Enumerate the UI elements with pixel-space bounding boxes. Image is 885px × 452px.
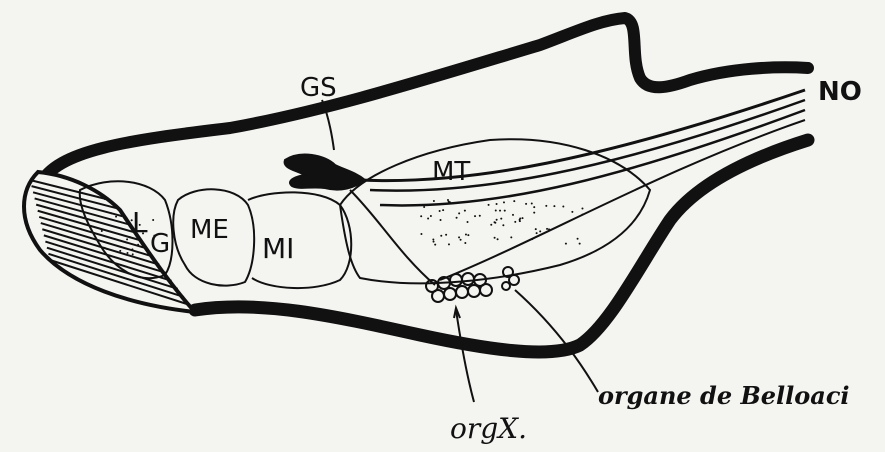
stipple-dot: [467, 221, 469, 223]
stipple-dot: [577, 238, 579, 240]
stipple-dot: [499, 210, 501, 212]
stipple-dot: [562, 206, 564, 208]
stipple-dot: [131, 248, 133, 250]
stipple-dot: [420, 215, 422, 217]
label-belloaci: organe de Belloaci: [598, 381, 850, 410]
stipple-dot: [496, 219, 498, 221]
stipple-dot: [513, 200, 515, 202]
stipple-dot: [504, 210, 506, 212]
stipple-dot: [152, 219, 154, 221]
stipple-dot: [456, 217, 458, 219]
stipple-dot: [502, 224, 504, 226]
stipple-dot: [479, 215, 481, 217]
label-gs: GS: [300, 73, 337, 103]
stipple-dot: [465, 233, 467, 235]
stipple-dot: [434, 244, 436, 246]
stipple-dot: [440, 219, 442, 221]
stipple-dot: [581, 214, 583, 216]
stipple-dot: [104, 198, 106, 200]
stipple-dot: [110, 212, 112, 214]
bellonci-organ: [502, 267, 519, 290]
stipple-dot: [495, 209, 497, 211]
stipple-dot: [464, 210, 466, 212]
stipple-dot: [420, 233, 422, 235]
stipple-dot: [496, 203, 498, 205]
stipple-dot: [494, 221, 496, 223]
stipple-dot: [531, 202, 533, 204]
stipple-dot: [581, 208, 583, 210]
stipple-dot: [474, 215, 476, 217]
stipple-dot: [546, 228, 548, 230]
lobe-mt: [340, 139, 650, 283]
stipple-dot: [433, 200, 435, 202]
stipple-dot: [447, 199, 449, 201]
stipple-dot: [500, 218, 502, 220]
stipple-dot: [146, 249, 148, 251]
stipple-dot: [535, 228, 537, 230]
optic-nerve-fibres: [350, 90, 805, 285]
stipple-dot: [494, 237, 496, 239]
label-mi: MI: [262, 232, 294, 265]
stipple-dot: [106, 248, 108, 250]
stipple-dot: [512, 214, 514, 216]
stipple-dot: [565, 243, 567, 245]
stipple-dot: [125, 217, 127, 219]
stipple-dot: [467, 234, 469, 236]
stipple-dot: [430, 215, 432, 217]
stipple-dot: [522, 217, 524, 219]
stipple-dot: [539, 230, 541, 232]
outer-wall-top: [40, 18, 808, 185]
stipple-dot: [490, 224, 492, 226]
stipple-dot: [460, 239, 462, 241]
stipple-dot: [427, 218, 429, 220]
label-l: L: [132, 206, 148, 239]
stipple-dot: [545, 205, 547, 207]
stipple-dot: [571, 211, 573, 213]
x-organ: [426, 273, 492, 302]
stipple-dot: [104, 247, 106, 249]
label-g: G: [150, 229, 170, 259]
stipple-dot: [432, 239, 434, 241]
stipple-dot: [439, 210, 441, 212]
stipple-dot: [536, 232, 538, 234]
label-no: NO: [818, 77, 862, 107]
stipple-dot: [531, 238, 533, 240]
stipple-dot: [127, 252, 129, 254]
stipple-dot: [548, 228, 550, 230]
stipple-dot: [488, 204, 490, 206]
stipple-dot: [533, 212, 535, 214]
stipple-dot: [132, 253, 134, 255]
stipple-dot: [129, 236, 131, 238]
stipple-dot: [579, 243, 581, 245]
stipple-dot: [510, 236, 512, 238]
stipple-dot: [442, 209, 444, 211]
stipple-dot: [503, 201, 505, 203]
sinus-gland: [285, 155, 365, 190]
stipple-dot: [423, 206, 425, 208]
stipple-dot: [458, 212, 460, 214]
stipple-dot: [448, 243, 450, 245]
stipple-dot: [519, 220, 521, 222]
stipple-dot: [497, 238, 499, 240]
stipple-dot: [514, 221, 516, 223]
stipple-dot: [115, 216, 117, 218]
label-mt: MT: [432, 157, 470, 187]
stipple-dot: [533, 206, 535, 208]
stipple-dot: [464, 242, 466, 244]
stipple-dot: [440, 235, 442, 237]
stipple-dot: [101, 230, 103, 232]
stipple-dot: [137, 244, 139, 246]
stipple-dot: [126, 238, 128, 240]
stipple-dot: [458, 236, 460, 238]
stipple-dot: [445, 234, 447, 236]
label-me: ME: [190, 215, 229, 245]
stipple-dot: [433, 241, 435, 243]
stipple-dot: [525, 203, 527, 205]
stipple-dot: [119, 250, 121, 252]
label-orgx: orgX.: [450, 412, 527, 445]
stipple-dot: [553, 205, 555, 207]
